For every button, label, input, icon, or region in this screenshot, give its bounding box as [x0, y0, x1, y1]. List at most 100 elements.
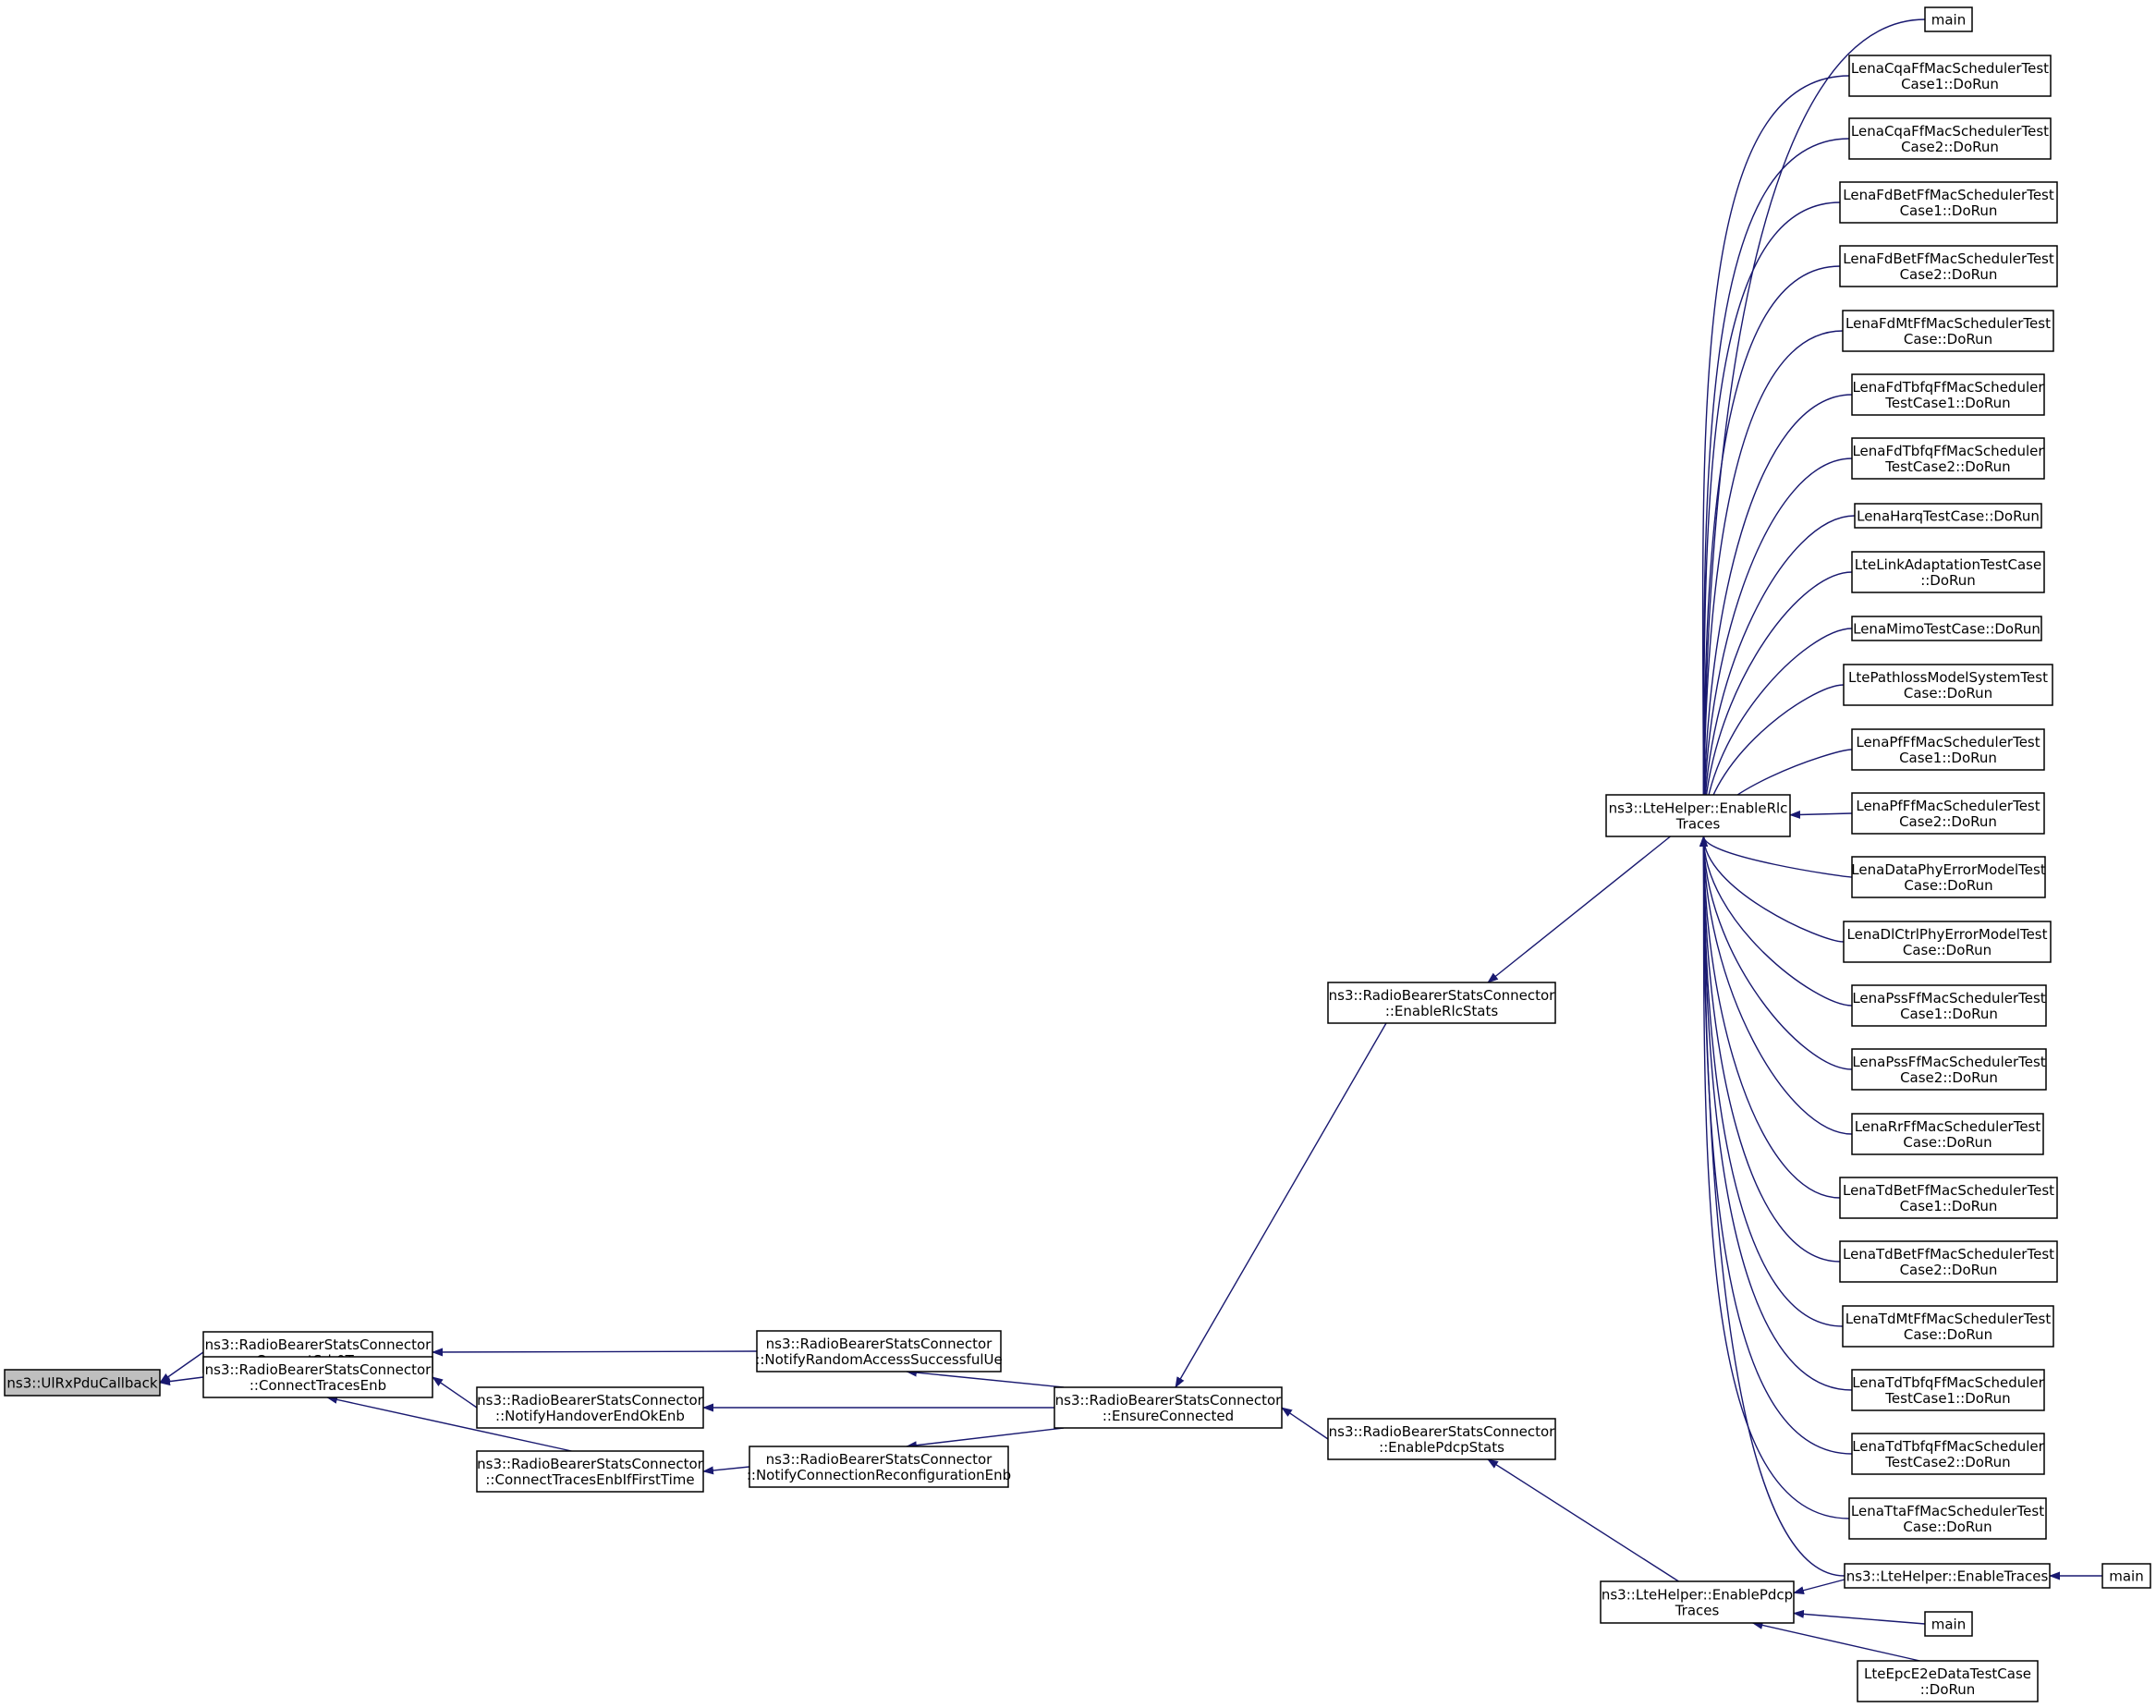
node-box [1851, 551, 2045, 593]
node-box [1844, 1563, 2051, 1589]
node-mainMid[interactable]: main [1924, 1611, 1973, 1637]
node-label: ns3::LteHelper::EnableRlc [1609, 800, 1788, 817]
node-label: LenaMimoTestCase::DoRun [1853, 621, 2040, 638]
edge-pss1-to-rlcTraces [1699, 836, 1853, 1006]
node-pdcpStats[interactable]: ns3::RadioBearerStatsConnector::EnablePd… [1327, 1418, 1556, 1460]
node-label: LteEpcE2eDataTestCase [1864, 1665, 2031, 1682]
node-label: Case2::DoRun [1900, 266, 1998, 283]
node-box [1924, 1611, 1973, 1637]
node-label: LenaTdTbfqFfMacScheduler [1852, 1438, 2044, 1455]
node-label: Case2::DoRun [1901, 139, 1999, 155]
node-tracesEnb[interactable]: ns3::RadioBearerStatsConnector::ConnectT… [202, 1356, 433, 1398]
node-label: ::NotifyHandoverEndOkEnb [495, 1408, 685, 1424]
node-firstTime[interactable]: ns3::RadioBearerStatsConnector::ConnectT… [476, 1450, 704, 1493]
node-label: ::DoRun [1920, 572, 1976, 589]
node-mainTop[interactable]: main [1924, 6, 1973, 32]
node-label: LenaRrFfMacSchedulerTest [1855, 1118, 2041, 1135]
node-connReconf[interactable]: ns3::RadioBearerStatsConnector::NotifyCo… [747, 1446, 1011, 1488]
node-label: ns3::UlRxPduCallback [6, 1375, 157, 1392]
edge-tta-to-rlcTraces [1699, 836, 1850, 1519]
node-label: Traces [1675, 816, 1721, 833]
node-box [1851, 856, 2046, 898]
node-mimo[interactable]: LenaMimoTestCase::DoRun [1851, 616, 2042, 641]
edge-cqa2-to-rlcTraces [1699, 138, 1850, 837]
node-label: LteLinkAdaptationTestCase [1855, 556, 2041, 573]
edges-layer [159, 18, 2102, 1662]
node-label: Case::DoRun [1904, 331, 1992, 348]
node-label: LenaTdBetFfMacSchedulerTest [1843, 1246, 2054, 1263]
node-box [202, 1356, 433, 1398]
node-box [1851, 1113, 2044, 1155]
edge-pf2-to-rlcTraces [1789, 810, 1853, 819]
node-mainRight[interactable]: main [2101, 1563, 2151, 1589]
node-label: Traces [1675, 1603, 1720, 1619]
node-label: ::ConnectTracesEnb [250, 1377, 386, 1394]
edge-tracesEnb-to-ulrx [159, 1376, 204, 1386]
node-hoEndOk[interactable]: ns3::RadioBearerStatsConnector::NotifyHa… [476, 1386, 704, 1429]
edge-dataPhy-to-rlcTraces [1699, 836, 1853, 878]
node-enableTraces[interactable]: ns3::LteHelper::EnableTraces [1844, 1563, 2051, 1589]
edge-mainMid-to-pdcpTraces [1793, 1609, 1926, 1625]
node-label: LenaTtaFfMacSchedulerTest [1851, 1503, 2044, 1519]
node-label: ns3::RadioBearerStatsConnector [1329, 1423, 1556, 1440]
node-epcE2e[interactable]: LteEpcE2eDataTestCase::DoRun [1857, 1660, 2039, 1702]
node-label: Case1::DoRun [1900, 202, 1998, 219]
edge-ensure-to-connReconf [906, 1427, 1065, 1450]
node-label: LenaCqaFfMacSchedulerTest [1851, 123, 2049, 140]
node-label: Case::DoRun [1904, 1326, 1992, 1343]
node-box [1605, 794, 1791, 837]
node-label: ::NotifyRandomAccessSuccessfulUe [755, 1351, 1002, 1368]
node-box [1848, 1497, 2047, 1540]
edge-tdtbfq1-to-rlcTraces [1699, 836, 1853, 1391]
edge-randAccess-to-srb0 [432, 1348, 758, 1357]
node-box [1839, 1177, 2058, 1219]
node-label: ns3::RadioBearerStatsConnector [205, 1336, 432, 1353]
node-label: ns3::RadioBearerStatsConnector [766, 1336, 993, 1352]
node-ulrx[interactable]: ns3::UlRxPduCallback [4, 1369, 161, 1397]
node-box [1851, 373, 2045, 416]
node-ensure[interactable]: ns3::RadioBearerStatsConnector::EnsureCo… [1054, 1386, 1283, 1429]
node-box [1851, 728, 2045, 771]
edge-tdbet1-to-rlcTraces [1699, 836, 1841, 1199]
node-linkAdapt[interactable]: LteLinkAdaptationTestCase::DoRun [1851, 551, 2045, 593]
edge-fdbet2-to-rlcTraces [1699, 265, 1841, 837]
node-label: LenaTdBetFfMacSchedulerTest [1843, 1182, 2054, 1199]
node-randAccess[interactable]: ns3::RadioBearerStatsConnector::NotifyRa… [755, 1330, 1003, 1372]
edge-connReconf-to-firstTime [702, 1466, 750, 1475]
node-label: LenaDataPhyErrorModelTest [1851, 861, 2046, 878]
node-rlcStats[interactable]: ns3::RadioBearerStatsConnector::EnableRl… [1327, 982, 1556, 1024]
edge-enableTraces-to-pdcpTraces [1793, 1579, 1845, 1595]
node-label: ::EnableRlcStats [1385, 1003, 1499, 1019]
node-box [476, 1450, 704, 1493]
node-label: LenaDlCtrlPhyErrorModelTest [1847, 926, 2048, 943]
edge-rlcTraces-to-rlcStats [1487, 836, 1671, 983]
node-box [1839, 181, 2058, 224]
node-label: TestCase1::DoRun [1884, 395, 2010, 411]
node-harq[interactable]: LenaHarqTestCase::DoRun [1854, 503, 2042, 529]
edge-harq-to-rlcTraces [1699, 515, 1856, 837]
node-label: Case2::DoRun [1899, 813, 1997, 830]
